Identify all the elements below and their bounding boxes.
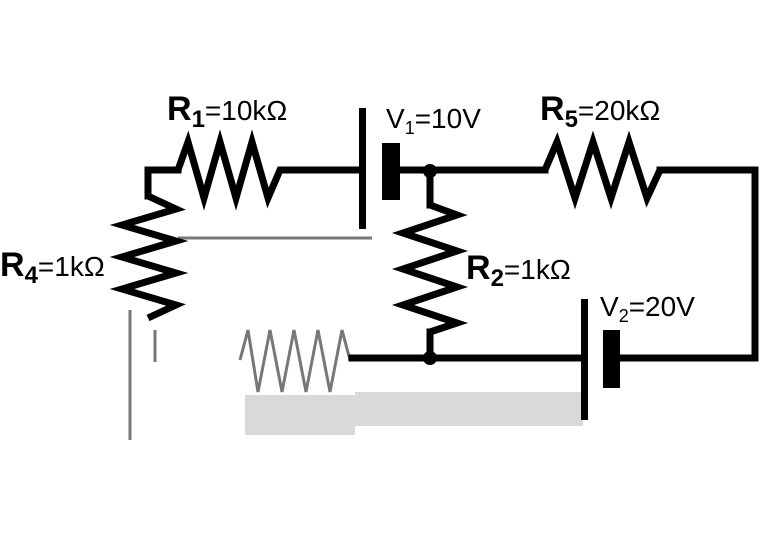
resistor-r2 <box>391 201 469 336</box>
junction-node-top <box>423 164 437 178</box>
label-r5: R5=20kΩ <box>540 90 660 133</box>
battery-v1 <box>359 108 400 229</box>
label-v1: V1=10V <box>386 103 481 138</box>
resistor-r1 <box>174 129 290 211</box>
label-r1: R1=10kΩ <box>167 90 287 133</box>
junction-node-bottom <box>423 351 437 365</box>
label-v2: V2=20V <box>600 291 695 326</box>
label-r4: R4=1kΩ <box>0 246 105 289</box>
resistor-r4 <box>109 192 189 322</box>
label-r2: R2=1kΩ <box>466 249 571 292</box>
wires <box>144 166 759 362</box>
resistor-r5 <box>541 130 664 210</box>
battery-v2 <box>581 299 620 420</box>
erased-resistor-remnant <box>128 236 583 440</box>
